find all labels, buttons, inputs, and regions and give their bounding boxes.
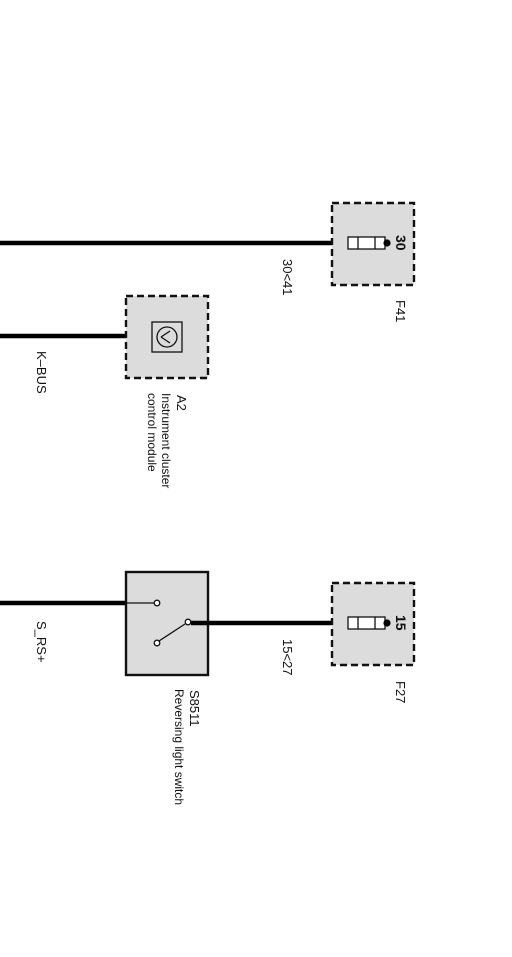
fuse-f41-terminal-dot <box>383 239 391 247</box>
wire-label-15-27: 15<27 <box>280 639 295 676</box>
fuse-f41-element <box>347 236 386 250</box>
gauge-icon <box>151 321 183 353</box>
fuse-f27-id: F27 <box>393 681 408 703</box>
switch-s8511-id: S8511 <box>187 690 202 727</box>
circuit-k-bus: K–BUS A2 Instrument cluster control modu… <box>0 294 210 488</box>
fuse-f27-element <box>347 616 386 630</box>
module-a2-name-line2: control module <box>145 393 159 472</box>
wire-label-30-41: 30<41 <box>280 259 295 296</box>
fuse-f41-pin-label: 30 <box>393 235 409 251</box>
fuse-f27-terminal-dot <box>383 619 391 627</box>
fuse-f27-pin-label: 15 <box>393 615 409 631</box>
module-a2-id: A2 <box>174 395 189 411</box>
module-a2-name-line1: Instrument cluster <box>159 393 173 488</box>
wire-label-s-rs: S_RS+ <box>34 621 49 663</box>
wire-label-k-bus: K–BUS <box>34 351 49 394</box>
circuit-reversing-light: S_RS+ S8511 Reversing light switch 15<27… <box>0 570 416 805</box>
module-a2[interactable] <box>124 294 210 380</box>
circuit-30-41: 30<41 30 F41 <box>0 201 416 322</box>
module-a2-housing <box>124 294 210 380</box>
switch-icon <box>126 599 192 647</box>
fuse-f41-id: F41 <box>393 300 408 322</box>
fuse-f41[interactable]: 30 <box>330 201 416 287</box>
switch-s8511-name: Reversing light switch <box>172 689 186 805</box>
fuse-f27[interactable]: 15 <box>330 581 416 667</box>
